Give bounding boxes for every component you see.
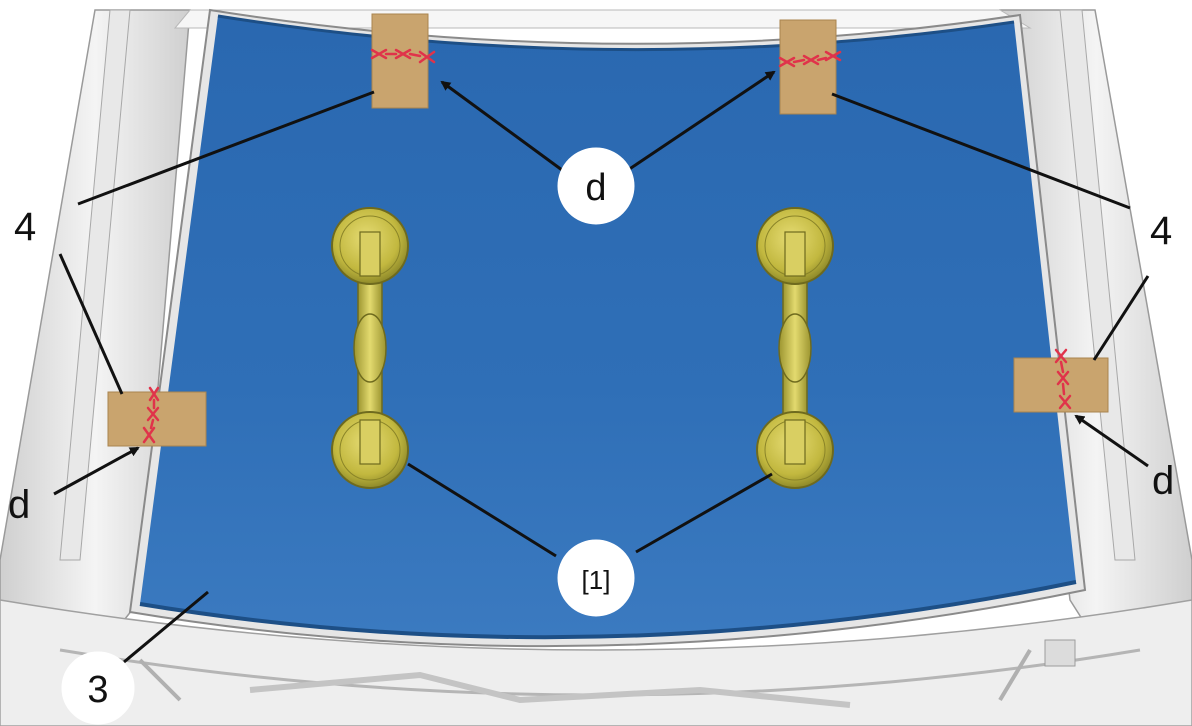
alignment-marks	[142, 48, 1072, 444]
leader-line	[635, 472, 773, 554]
adhesive-tape-icon	[779, 19, 837, 115]
x-mark-icon	[370, 48, 436, 64]
label-d-right: d	[1152, 459, 1174, 503]
leader-line	[407, 462, 557, 558]
label-d: d	[585, 167, 606, 209]
leader-line	[123, 590, 209, 664]
arrow-d-left	[53, 446, 140, 496]
leader-lines	[53, 70, 1150, 664]
label-4-left: 4	[14, 205, 36, 249]
arrow-d-top-right	[627, 70, 776, 172]
label-d-left: d	[8, 483, 30, 527]
label-3: 3	[87, 669, 108, 711]
leader-line	[831, 92, 1131, 210]
suction-cup-handle-icon	[331, 207, 409, 489]
x-mark-icon	[142, 386, 160, 444]
leader-line	[58, 253, 124, 395]
adhesive-tape-icon	[371, 13, 429, 109]
suction-cup-handle-left	[331, 207, 409, 489]
callout-3: 3	[61, 651, 135, 725]
label-tool-1: [1]	[582, 565, 611, 595]
leader-line	[1092, 275, 1150, 361]
suction-cup-handle-right	[756, 207, 834, 489]
tape-strips	[107, 13, 1109, 447]
label-4-right: 4	[1150, 209, 1172, 253]
callout-tool-1: [1]	[557, 539, 635, 617]
callout-d-center: d	[557, 147, 635, 225]
arrow-d-top-left	[440, 80, 563, 172]
x-mark-icon	[778, 50, 842, 68]
x-mark-icon	[1054, 348, 1072, 410]
arrow-d-right	[1074, 414, 1149, 468]
leader-line	[77, 90, 375, 206]
suction-cup-handle-icon	[756, 207, 834, 489]
